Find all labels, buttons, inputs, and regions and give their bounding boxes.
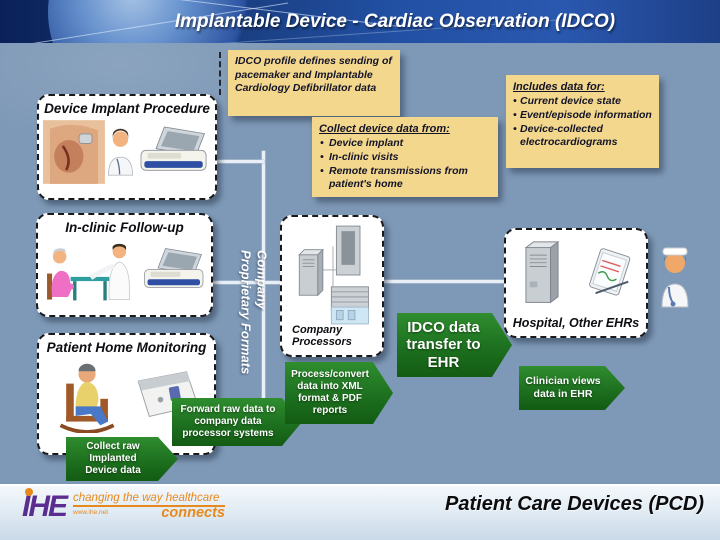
clinic-visit-image [47,243,131,301]
list-item: Device-collected electrocardiograms [513,123,652,150]
ihe-connects: connects [161,504,226,521]
collect-data-list: Device implant In-clinic visits Remote t… [319,137,491,192]
connector-hospital [383,280,505,283]
pcd-domain-label: Patient Care Devices (PCD) [445,493,704,515]
collect-data-heading: Collect device data from: [319,123,450,135]
ihe-logo-dot [25,488,33,496]
list-item: In-clinic visits [319,151,491,165]
ihe-tagline: changing the way healthcare [73,492,220,504]
list-item: Current device state [513,95,652,109]
ihe-logo-text: IHE [22,490,68,523]
footer-bar: IHE changing the way healthcare www.ihe.… [0,484,720,540]
device-implant-box: Device Implant Procedure [37,94,217,200]
device-implant-title: Device Implant Procedure [44,101,210,116]
title-bar: Implantable Device - Cardiac Observation… [0,0,720,43]
programmer-device-image [143,248,203,288]
ihe-logo: IHE changing the way healthcare www.ihe.… [22,488,226,523]
collect-data-note: Collect device data from: Device implant… [312,117,498,197]
idco-profile-note: IDCO profile defines sending of pacemake… [228,50,400,116]
ehr-chart-image [589,248,631,296]
home-monitoring-title: Patient Home Monitoring [46,340,207,355]
includes-data-note: Includes data for: Current device state … [506,75,659,168]
hospital-server-image [524,240,560,304]
company-servers-image [298,225,369,325]
hospital-ehr-title: Hospital, Other EHRs [512,316,640,330]
list-item: Event/episode information [513,109,652,123]
slide-title: Implantable Device - Cardiac Observation… [174,11,616,32]
includes-data-list: Current device state Event/episode infor… [513,95,652,150]
list-item: Device implant [319,137,491,151]
list-item: Remote transmissions from patient's home [319,165,491,192]
diagram-area: Company Proprietary Formats Device Impla… [0,43,720,484]
company-processors-title: Company Processors [292,323,352,349]
process-convert-arrow: Process/convert data into XML format & P… [285,362,393,424]
programmer-device-image [140,126,207,171]
proprietary-formats-label: Company Proprietary Formats [238,250,270,375]
collect-raw-arrow: Collect raw Implanted Device data [66,437,178,481]
idco-transfer-arrow: IDCO data transfer to EHR [397,313,512,377]
includes-data-heading: Includes data for: [513,81,605,93]
note-leader-line [219,52,221,95]
hospital-ehr-box: Hospital, Other EHRs [504,228,648,338]
in-clinic-title: In-clinic Follow-up [65,220,184,235]
clinician-icon [661,247,689,308]
clinician-views-arrow: Clinician views data in EHR [519,366,625,410]
connector-implant [216,160,264,163]
ihe-tagline-rule [73,505,226,507]
home-patient-image [59,363,115,433]
in-clinic-box: In-clinic Follow-up [36,213,213,317]
chest-implant-image [43,120,105,184]
ihe-tagline-block: changing the way healthcare www.ihe.net … [73,492,226,522]
ihe-url: www.ihe.net [73,508,109,516]
doctor-icon [107,128,133,176]
connector-clinic [212,281,282,284]
forward-raw-arrow: Forward raw data to company data process… [172,398,302,446]
connector-vertical [262,151,265,421]
home-monitoring-box: Patient Home Monitoring [37,333,216,455]
company-processors-box: Company Processors [280,215,384,357]
ihe-logo-mark: IHE [22,488,68,523]
